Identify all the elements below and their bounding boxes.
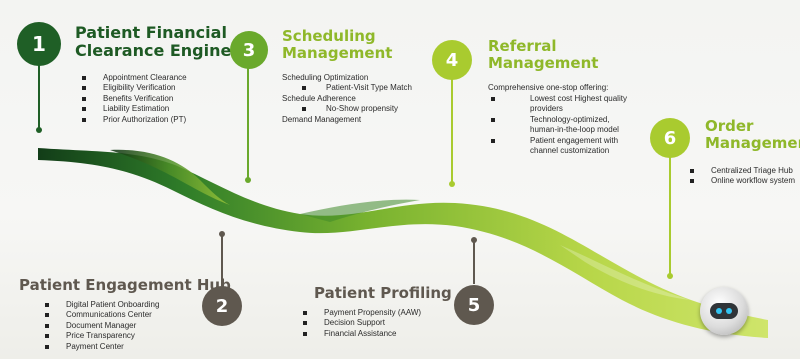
step-3-line-4: No-Show propensity	[282, 104, 412, 114]
list-item: Liability Estimation	[79, 104, 187, 114]
list-item: Appointment Clearance	[79, 73, 187, 83]
step-3-badge: 3	[230, 31, 268, 69]
step-1-list: Appointment Clearance Eligibility Verifi…	[79, 73, 187, 125]
step-2-title: Patient Engagement Hub	[19, 276, 231, 294]
step-1-number: 1	[32, 32, 46, 56]
list-item-line: Technology-optimized,	[530, 114, 610, 124]
step-3-number: 3	[242, 39, 256, 61]
step-4-badge: 4	[432, 40, 472, 80]
step-4-title-line2: Management	[488, 53, 599, 72]
step-3-line-2: Patient-Visit Type Match	[282, 83, 412, 93]
step-6-badge: 6	[650, 118, 690, 158]
step-3-line-5: Demand Management	[282, 114, 362, 124]
step-4-title-line1: Referral	[488, 37, 557, 55]
list-item: Payment Center	[42, 342, 159, 352]
robot-icon	[700, 287, 748, 335]
list-item: Online workflow system	[687, 176, 795, 186]
step-4-list: Lowest cost Highest quality providers Te…	[488, 94, 627, 156]
step-4-title: Referral Management	[488, 38, 598, 72]
step-4-number: 4	[445, 49, 459, 71]
step-6-number: 6	[663, 127, 677, 149]
step-6-title-line2: Management	[705, 133, 800, 152]
list-item: Prior Authorization (PT)	[79, 115, 187, 125]
list-item-line: Lowest cost Highest quality	[530, 94, 627, 103]
list-item: Decision Support	[300, 318, 421, 328]
step-2-list: Digital Patient Onboarding Communication…	[42, 300, 159, 352]
list-item-line: channel customization	[530, 146, 610, 156]
list-item: Centralized Triage Hub	[687, 166, 795, 176]
step-3-line-1: Scheduling Optimization	[282, 73, 369, 82]
step-5-title: Patient Profiling	[314, 284, 452, 302]
step-3-details: Scheduling Optimization Patient-Visit Ty…	[282, 73, 412, 125]
step-5-badge: 5	[454, 285, 494, 325]
list-item-line: human-in-the-loop model	[530, 125, 619, 135]
step-5-number: 5	[467, 294, 481, 316]
list-item: Digital Patient Onboarding	[42, 300, 159, 310]
list-item: Payment Propensity (AAW)	[300, 308, 421, 318]
step-2-badge: 2	[202, 286, 242, 326]
step-6-list: Centralized Triage Hub Online workflow s…	[687, 166, 795, 187]
list-item: Patient engagement with channel customiz…	[488, 136, 627, 157]
list-item-line: Patient engagement with	[530, 135, 619, 145]
list-item: Price Transparency	[42, 331, 159, 341]
step-3-title: Scheduling Management	[282, 28, 392, 62]
robot-eye-right	[726, 308, 732, 314]
step-3-title-line1: Scheduling	[282, 27, 376, 45]
list-item: Eligibility Verification	[79, 83, 187, 93]
step-1-title: Patient Financial Clearance Engine	[75, 24, 231, 60]
step-1-title-line2: Clearance Engine	[75, 40, 232, 60]
step-6-title-line1: Order	[705, 117, 754, 135]
list-item-line: providers	[530, 104, 563, 114]
list-item: Communications Center	[42, 310, 159, 320]
step-4-intro: Comprehensive one-stop offering:	[488, 83, 609, 92]
list-item: Document Manager	[42, 321, 159, 331]
step-3-line-3: Schedule Adherence	[282, 93, 356, 103]
list-item: Benefits Verification	[79, 94, 187, 104]
step-1-title-line1: Patient Financial	[75, 23, 227, 42]
step-1-badge: 1	[17, 22, 61, 66]
robot-eye-left	[716, 308, 722, 314]
list-item: Lowest cost Highest quality providers	[488, 94, 627, 115]
list-item: Technology-optimized, human-in-the-loop …	[488, 115, 627, 136]
list-item: Financial Assistance	[300, 329, 421, 339]
step-3-title-line2: Management	[282, 43, 393, 62]
robot-face	[710, 303, 738, 319]
step-5-list: Payment Propensity (AAW) Decision Suppor…	[300, 308, 421, 339]
step-6-title: Order Management	[705, 118, 800, 152]
step-2-number: 2	[215, 295, 229, 317]
